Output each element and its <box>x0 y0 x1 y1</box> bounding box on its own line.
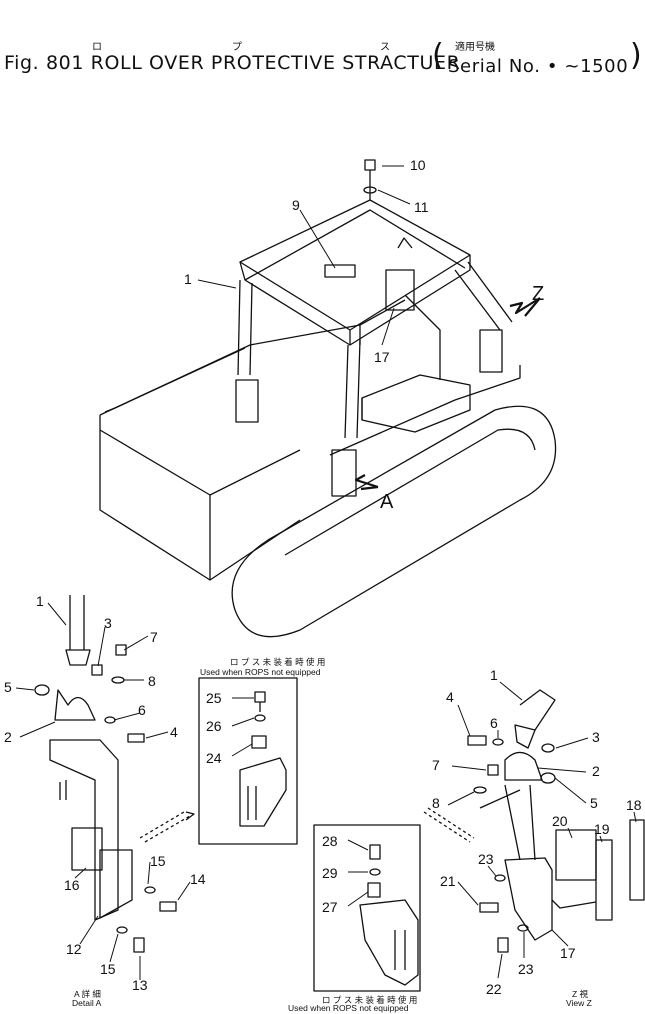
callout-27: 27 <box>322 899 338 915</box>
callout-z-23b: 23 <box>518 961 534 977</box>
title-kana-su: ス <box>380 42 390 53</box>
callout-z-23: 23 <box>478 851 494 867</box>
view-z-drawing <box>467 689 645 953</box>
title-paren-open: ( <box>432 38 445 73</box>
callout-z-3: 3 <box>592 729 600 745</box>
callout-a-15: 15 <box>150 853 166 869</box>
overview-leaders <box>197 165 411 346</box>
callout-z-17: 17 <box>560 945 576 961</box>
callout-z-7: 7 <box>432 757 440 773</box>
figure-title: Fig. 801 ROLL OVER PROTECTIVE STRACTUER <box>4 52 461 74</box>
callout-z-1: 1 <box>490 667 498 683</box>
callout-z-8: 8 <box>432 795 440 811</box>
detail-a-arrow <box>354 474 379 491</box>
callout-24: 24 <box>206 750 222 766</box>
callout-z-21: 21 <box>440 873 456 889</box>
callout-z-4: 4 <box>446 689 454 705</box>
callout-z-20: 20 <box>552 813 568 829</box>
title-kana-ro: ロ <box>92 42 102 53</box>
detail-leaders <box>15 602 637 980</box>
detail-a-caption-jp: A 詳 細 <box>74 989 101 999</box>
callout-10: 10 <box>410 157 426 173</box>
callout-a-5: 5 <box>4 679 12 695</box>
box-top-frame <box>198 677 298 845</box>
label-a: A <box>380 491 394 513</box>
callout-1: 1 <box>184 271 192 287</box>
callout-a-14: 14 <box>190 871 206 887</box>
title-kana-pu: プ <box>232 42 242 53</box>
callout-11: 11 <box>414 199 429 215</box>
callout-a-12: 12 <box>66 941 82 957</box>
callout-17: 17 <box>374 349 390 365</box>
callout-z-6: 6 <box>490 715 498 731</box>
callout-a-8: 8 <box>148 673 156 689</box>
view-z-arrow <box>509 297 541 317</box>
detail-a-drawing <box>34 595 195 953</box>
callout-25: 25 <box>206 690 222 706</box>
callout-a-3: 3 <box>104 615 112 631</box>
callout-z-22: 22 <box>486 981 502 997</box>
callout-a-6: 6 <box>138 702 146 718</box>
callout-26: 26 <box>206 718 222 734</box>
callout-a-7: 7 <box>150 629 158 645</box>
detail-a-caption-en: Detail A <box>72 998 102 1008</box>
callout-a-2: 2 <box>4 729 12 745</box>
callout-a-13: 13 <box>132 977 148 993</box>
box-bottom-caption-en: Used when ROPS not equipped <box>288 1003 409 1013</box>
callout-z-19: 19 <box>594 821 610 837</box>
callout-a-4: 4 <box>170 724 178 740</box>
title-paren-close: ) <box>630 38 643 73</box>
callout-z-2: 2 <box>592 763 600 779</box>
label-z: Z <box>532 283 544 305</box>
callout-a-1: 1 <box>36 593 44 609</box>
view-z-caption-jp: Z 視 <box>572 989 589 999</box>
box-top-caption-jp: ロ プ ス 未 装 着 時 使 用 <box>230 657 326 667</box>
callout-a-16: 16 <box>64 877 80 893</box>
callout-z-18: 18 <box>626 797 642 813</box>
callout-9: 9 <box>292 197 300 213</box>
callout-29: 29 <box>322 865 338 881</box>
box-bottom-caption-jp: ロ プ ス 未 装 着 時 使 用 <box>322 995 418 1005</box>
box-bottom-frame <box>313 807 475 992</box>
callout-a-15b: 15 <box>100 961 116 977</box>
serial-range: Serial No. • ~1500 <box>448 56 629 77</box>
view-z-caption-en: View Z <box>566 998 592 1008</box>
title-applicable-jp: 適用号機 <box>455 42 495 53</box>
callout-z-5: 5 <box>590 795 598 811</box>
box-top-caption-en: Used when ROPS not equipped <box>200 667 321 677</box>
overview-machine <box>99 159 557 638</box>
callout-28: 28 <box>322 833 338 849</box>
